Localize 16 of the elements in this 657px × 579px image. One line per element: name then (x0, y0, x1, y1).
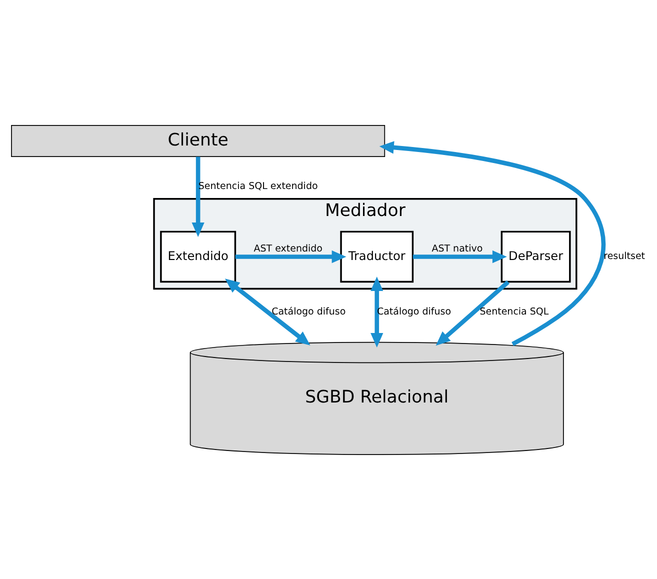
arrow (370, 276, 384, 347)
arrow (224, 278, 310, 345)
node-box: Cliente (11, 124, 386, 156)
edge-label: AST extendido (254, 242, 322, 254)
node-box: Traductor (340, 230, 414, 282)
edge-label: Sentencia SQL (480, 306, 549, 317)
arrow (436, 280, 510, 346)
arrow (379, 140, 606, 346)
arrow (412, 250, 507, 263)
arrow (235, 250, 346, 263)
node-box: Extendido (160, 230, 236, 282)
edge-label: resultset (604, 250, 646, 262)
node-box: DeParser (500, 230, 571, 282)
arrow (192, 156, 204, 236)
edge-label: Catálogo difuso (272, 306, 346, 317)
edge-label: AST nativo (432, 242, 483, 254)
